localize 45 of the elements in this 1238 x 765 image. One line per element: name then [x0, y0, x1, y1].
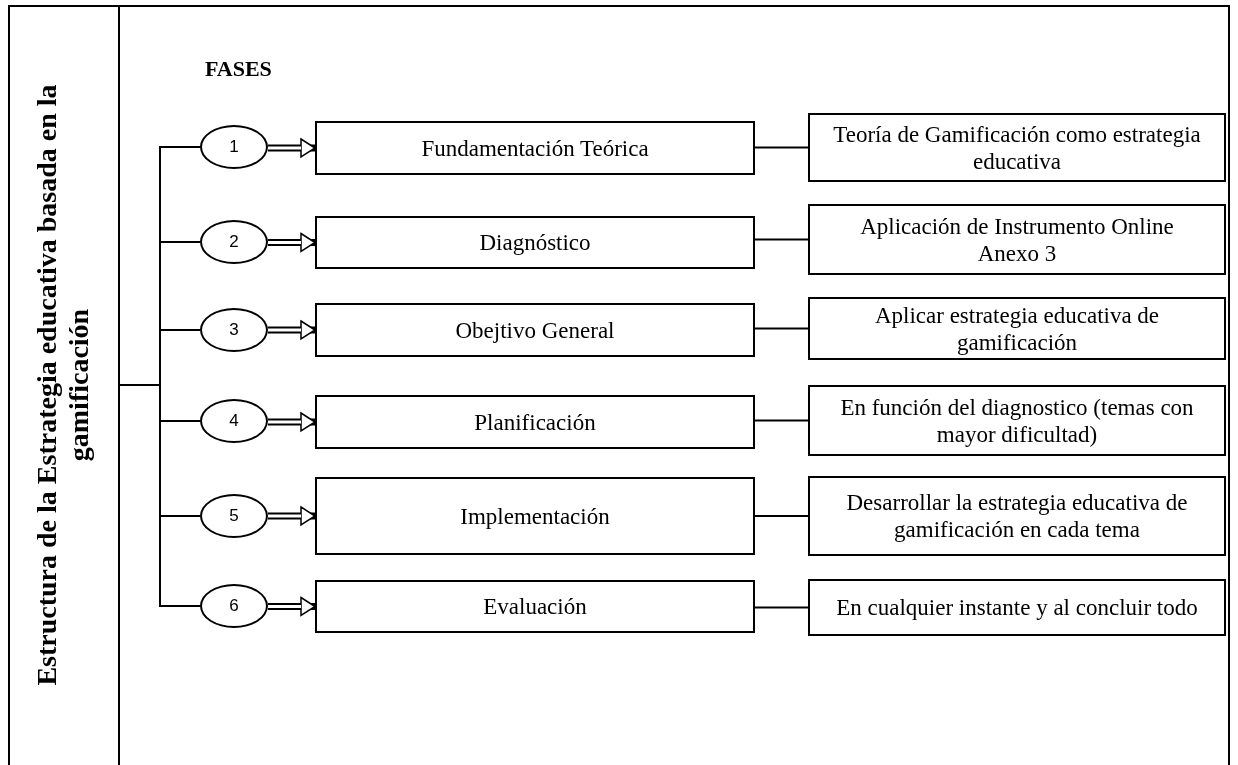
phase-name: Implementación — [459, 502, 611, 530]
connector-line — [119, 384, 201, 607]
phase-description: Teoría de Gamificación como estrategia educativa — [832, 120, 1202, 175]
phase-box — [315, 121, 755, 175]
connector-line — [754, 238, 809, 241]
description-box — [808, 579, 1226, 636]
phase-number: 3 — [229, 319, 239, 342]
phase-description: En función del diagnostico (temas con mayor dificultad) — [839, 393, 1195, 448]
phase-description: Desarrollar la estrategia educativa de gamificación en cada tema — [845, 489, 1189, 543]
phase-name: Obejtivo General — [454, 316, 616, 344]
phase-name: Diagnóstico — [478, 229, 592, 256]
phase-number: 2 — [229, 231, 239, 254]
phase-name: Planificación — [473, 408, 597, 436]
double-arrow — [268, 232, 316, 253]
phase-box — [315, 303, 755, 357]
phase-box — [315, 580, 755, 633]
description-box — [808, 113, 1226, 182]
connector-line — [754, 327, 809, 330]
phase-number: 4 — [229, 410, 239, 433]
phase-number: 6 — [229, 595, 239, 618]
double-arrow — [268, 138, 316, 158]
section-heading: FASES — [205, 55, 272, 83]
description-box — [808, 476, 1226, 556]
description-box — [808, 297, 1226, 360]
description-box — [808, 385, 1226, 456]
phase-name: Evaluación — [482, 593, 588, 620]
description-box — [808, 204, 1226, 275]
vertical-title: Estructura de la Estrategia educativa basada en la gamificación — [31, 83, 95, 688]
phase-description: Aplicación de Instrumento Online Anexo 3 — [859, 212, 1175, 267]
connector-line — [754, 419, 809, 422]
phase-box — [315, 477, 755, 555]
phase-number: 1 — [229, 136, 239, 159]
double-arrow — [268, 506, 316, 526]
connector-line — [754, 515, 809, 517]
phase-number: 5 — [229, 505, 239, 528]
phase-description: En cualquier instante y al concluir todo — [836, 594, 1198, 621]
phase-box — [315, 395, 755, 449]
double-arrow — [268, 412, 316, 432]
double-arrow — [268, 596, 316, 617]
phase-box — [315, 216, 755, 269]
connector-line — [754, 146, 809, 149]
double-arrow — [268, 320, 316, 340]
phase-description: Aplicar estrategia educativa de gamificación — [873, 301, 1161, 356]
phase-name: Fundamentación Teórica — [420, 134, 650, 162]
connector-line — [754, 606, 809, 609]
